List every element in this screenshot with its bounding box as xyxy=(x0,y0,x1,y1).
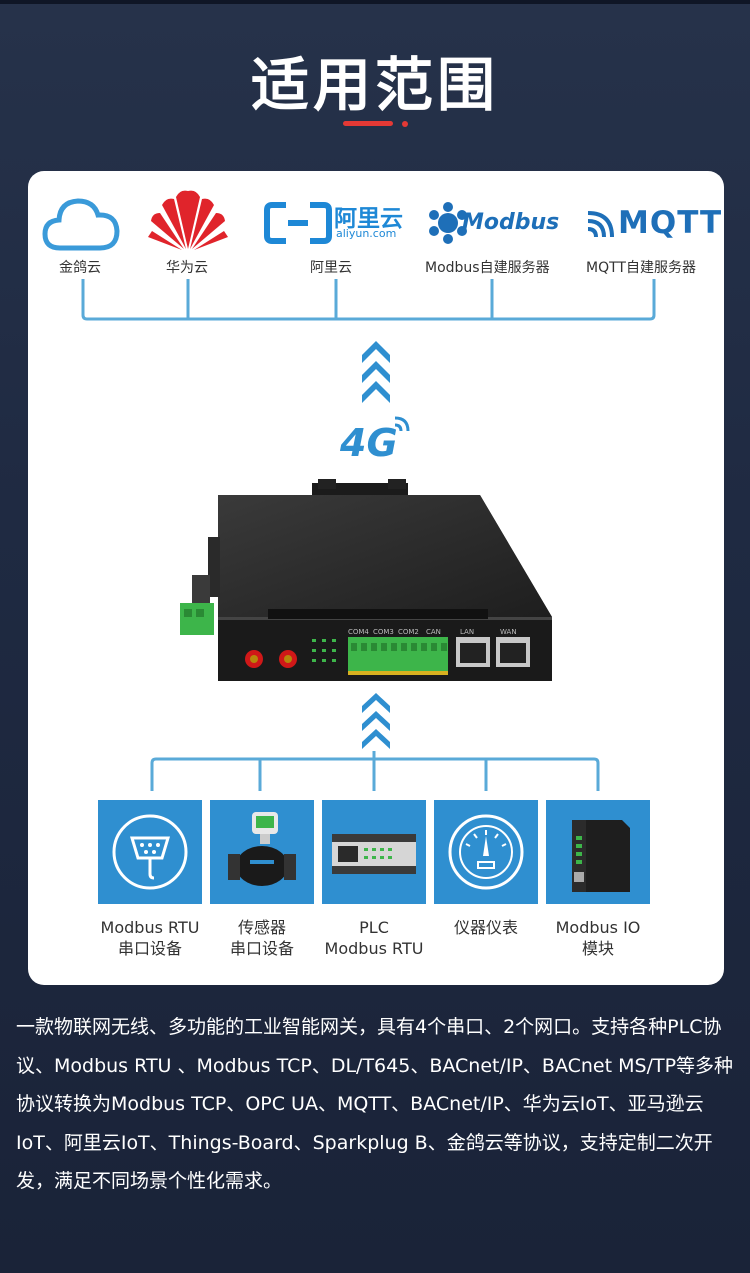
io-module-icon xyxy=(572,820,630,892)
device-label-line2: 串口设备 xyxy=(229,939,294,958)
mqtt-logo-icon: MQTT xyxy=(586,205,721,245)
device-label-line1: 传感器 xyxy=(237,918,286,937)
network-4g-label: 4G xyxy=(340,415,416,465)
uplink-arrows-icon xyxy=(362,341,390,403)
aliyun-logo-domain: aliyun.com xyxy=(336,227,397,240)
port-label-com4: COM4 xyxy=(348,628,369,636)
title-dot xyxy=(402,121,408,127)
modbus-logo-icon: Modbus xyxy=(428,201,560,247)
device-tile-sensor xyxy=(210,800,314,904)
device-label-modbus-io: Modbus IO 模块 xyxy=(538,917,658,959)
gauge-icon xyxy=(448,814,524,890)
top-divider xyxy=(0,0,750,4)
device-tile-instrument xyxy=(434,800,538,904)
huawei-logo-icon xyxy=(146,187,230,255)
device-tile-plc xyxy=(322,800,426,904)
cloud-label-aliyun: 阿里云 xyxy=(310,260,352,276)
gateway-device-image xyxy=(180,479,552,681)
flowmeter-icon xyxy=(228,812,296,886)
aliyun-logo-text: 阿里云 xyxy=(334,206,403,232)
port-label-wan: WAN xyxy=(500,628,517,636)
signal-waves-icon xyxy=(394,416,410,432)
cloud-label-modbus-server: Modbus自建服务器 xyxy=(425,260,550,276)
port-label-can: CAN xyxy=(426,628,441,636)
jinge-cloud-icon xyxy=(42,193,120,257)
page-title: 适用范围 xyxy=(250,51,499,119)
serial-port-icon xyxy=(112,814,188,890)
downlink-arrows-icon xyxy=(362,693,390,749)
cloud-label-mqtt-server: MQTT自建服务器 xyxy=(586,260,696,276)
device-label-line1: Modbus RTU xyxy=(100,918,200,937)
device-label-plc: PLC Modbus RTU xyxy=(314,917,434,959)
port-label-lan: LAN xyxy=(460,628,475,636)
product-description: 一款物联网无线、多功能的工业智能网关，具有4个串口、2个网口。支持各种PLC协议… xyxy=(16,1016,734,1192)
cloud-label-jinge: 金鸽云 xyxy=(59,260,101,276)
device-label-modbus-rtu: Modbus RTU 串口设备 xyxy=(90,917,210,959)
modbus-logo-text: Modbus xyxy=(462,210,560,235)
bottom-connector-lines xyxy=(150,751,600,791)
top-connector-lines xyxy=(81,279,656,321)
device-label-sensor: 传感器 串口设备 xyxy=(202,917,322,959)
device-label-line2: Modbus RTU xyxy=(324,939,424,958)
device-label-line2: 模块 xyxy=(581,939,614,958)
mqtt-logo-text: MQTT xyxy=(618,205,723,241)
aliyun-logo-icon: 阿里云 aliyun.com xyxy=(264,201,404,245)
port-label-com3: COM3 xyxy=(373,628,394,636)
device-label-line2: 串口设备 xyxy=(117,939,182,958)
port-label-com2: COM2 xyxy=(398,628,419,636)
device-label-line1: Modbus IO xyxy=(555,918,641,937)
device-tile-modbus-io xyxy=(546,800,650,904)
cloud-label-huawei: 华为云 xyxy=(166,260,208,276)
title-underline xyxy=(343,121,393,126)
4g-text: 4G xyxy=(340,421,398,465)
plc-icon xyxy=(332,834,416,874)
device-tile-modbus-rtu xyxy=(98,800,202,904)
device-label-instrument: 仪器仪表 xyxy=(426,917,546,938)
topology-card: 金鸽云 华为云 阿里云 aliyun.com xyxy=(28,171,724,985)
device-label-line1: PLC xyxy=(359,918,389,937)
device-label-line1: 仪器仪表 xyxy=(453,918,518,937)
